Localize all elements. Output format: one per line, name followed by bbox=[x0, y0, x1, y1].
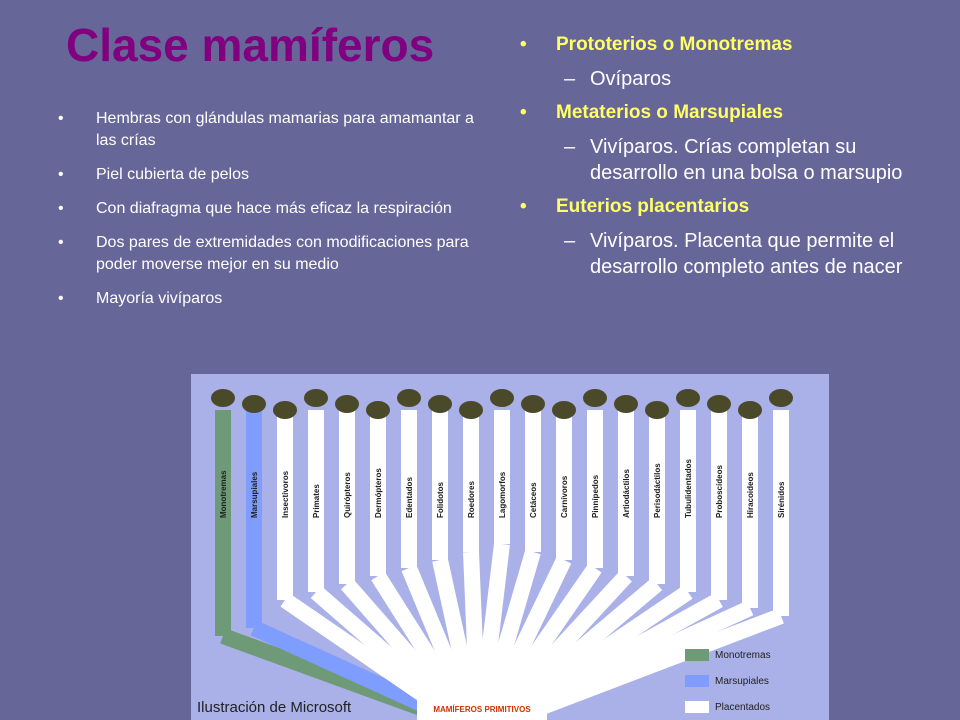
legend-swatch bbox=[685, 701, 709, 713]
branch-stem bbox=[370, 410, 386, 576]
animal-silhouette-icon bbox=[335, 395, 359, 413]
list-item: •Piel cubierta de pelos bbox=[58, 164, 478, 186]
group-heading: •Metaterios o Marsupiales bbox=[520, 100, 940, 126]
branch-label: Monotremas bbox=[219, 470, 228, 518]
animal-silhouette-icon bbox=[459, 401, 483, 419]
list-item: •Hembras con glándulas mamarias para ama… bbox=[58, 110, 474, 149]
branch-link bbox=[505, 608, 784, 720]
group-detail: –Ovíparos bbox=[564, 68, 672, 90]
animal-silhouette-icon bbox=[521, 395, 545, 413]
list-item: •Mayoría vivíparos bbox=[58, 288, 478, 310]
branch-label: Proboscídeos bbox=[715, 465, 724, 518]
bullet-icon: • bbox=[58, 110, 64, 127]
branch-label: Folidotos bbox=[436, 481, 445, 518]
animal-silhouette-icon bbox=[552, 401, 576, 419]
bullet-icon: • bbox=[58, 290, 64, 307]
animal-silhouette-icon bbox=[366, 401, 390, 419]
animal-silhouette-icon bbox=[242, 395, 266, 413]
branch-label: Marsupiales bbox=[250, 471, 259, 518]
bullet-icon: • bbox=[58, 200, 64, 217]
branch-stem bbox=[556, 410, 572, 560]
branch-label: Primates bbox=[312, 484, 321, 518]
branch-stem bbox=[773, 410, 789, 616]
branch-stem bbox=[215, 410, 231, 636]
list-item: •Con diafragma que hace más eficaz la re… bbox=[58, 198, 478, 220]
animal-silhouette-icon bbox=[707, 395, 731, 413]
branch-label: Tubulidentados bbox=[684, 458, 693, 518]
animal-silhouette-icon bbox=[583, 389, 607, 407]
branch-label: Quirópteros bbox=[343, 472, 352, 518]
branch-label: Perisodáctilos bbox=[653, 463, 662, 518]
branch-label: Artiodáctilos bbox=[622, 469, 631, 518]
animal-silhouette-icon bbox=[614, 395, 638, 413]
dash-icon: – bbox=[564, 230, 576, 252]
branch-stem bbox=[742, 410, 758, 608]
animal-silhouette-icon bbox=[211, 389, 235, 407]
branch-stem bbox=[680, 410, 696, 592]
features-list: •Hembras con glándulas mamarias para ama… bbox=[58, 108, 478, 322]
bullet-icon: • bbox=[520, 102, 527, 123]
branch-stem bbox=[339, 410, 355, 584]
branch-stem bbox=[618, 410, 634, 576]
branch-stem bbox=[587, 410, 603, 568]
bullet-icon: • bbox=[58, 234, 64, 251]
branch-stem bbox=[711, 410, 727, 600]
branch-stem bbox=[525, 410, 541, 552]
legend-swatch bbox=[685, 649, 709, 661]
branch-stem bbox=[401, 410, 417, 568]
branch-stem bbox=[494, 410, 510, 544]
branch-label: Carnívoros bbox=[560, 475, 569, 518]
figure-caption: Ilustración de Microsoft bbox=[197, 699, 352, 716]
animal-silhouette-icon bbox=[304, 389, 328, 407]
group-heading: •Prototerios o Monotremas bbox=[520, 32, 940, 58]
group-detail: –Vivíparos. Crías completan su desarroll… bbox=[564, 136, 903, 184]
animal-silhouette-icon bbox=[645, 401, 669, 419]
branch-stem bbox=[277, 410, 293, 600]
group-heading: •Euterios placentarios bbox=[520, 194, 940, 220]
animal-silhouette-icon bbox=[273, 401, 297, 419]
classification-list: •Prototerios o Monotremas –Ovíparos •Met… bbox=[520, 32, 940, 288]
dash-icon: – bbox=[564, 68, 576, 90]
branch-stem bbox=[432, 410, 448, 560]
animal-silhouette-icon bbox=[490, 389, 514, 407]
branch-label: Insectívoros bbox=[281, 470, 290, 518]
legend-item: Monotremas bbox=[685, 642, 771, 668]
branch-label: Sirénidos bbox=[777, 481, 786, 518]
bullet-icon: • bbox=[520, 34, 527, 55]
animal-silhouette-icon bbox=[738, 401, 762, 419]
branch-label: Edentados bbox=[405, 477, 414, 518]
legend-swatch bbox=[685, 675, 709, 687]
branch-label: Cetáceos bbox=[529, 482, 538, 518]
branch-stem bbox=[463, 410, 479, 552]
branch-label: Lagomorfos bbox=[498, 471, 507, 518]
bullet-icon: • bbox=[58, 166, 64, 183]
legend-item: Placentados bbox=[685, 694, 771, 720]
branch-stem bbox=[308, 410, 324, 592]
bullet-icon: • bbox=[520, 196, 527, 217]
legend: Monotremas Marsupiales Placentados bbox=[685, 642, 771, 720]
branch-stem bbox=[246, 410, 262, 628]
animal-silhouette-icon bbox=[676, 389, 700, 407]
slide-title: Clase mamíferos bbox=[66, 19, 435, 71]
group-detail: –Vivíparos. Placenta que permite el desa… bbox=[564, 230, 903, 278]
branch-label: Pinnípedos bbox=[591, 474, 600, 518]
animal-silhouette-icon bbox=[428, 395, 452, 413]
list-item: •Dos pares de extremidades con modificac… bbox=[58, 234, 469, 273]
legend-item: Marsupiales bbox=[685, 668, 771, 694]
animal-silhouette-icon bbox=[769, 389, 793, 407]
branch-label: Dermópteros bbox=[374, 468, 383, 518]
animal-silhouette-icon bbox=[397, 389, 421, 407]
dash-icon: – bbox=[564, 136, 576, 158]
branch-label: Hiracoideos bbox=[746, 472, 755, 518]
branch-label: Roedores bbox=[467, 481, 476, 518]
branch-stem bbox=[649, 410, 665, 584]
root-label: MAMÍFEROS PRIMITIVOS bbox=[417, 700, 547, 720]
